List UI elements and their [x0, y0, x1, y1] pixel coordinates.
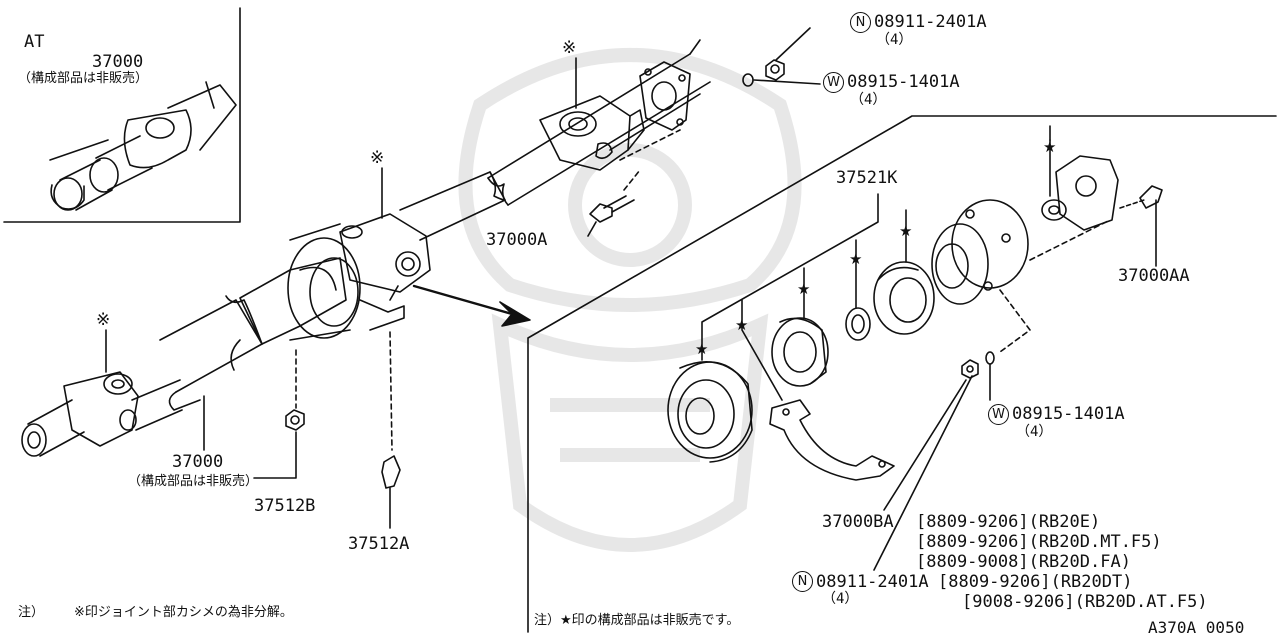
- bolt-37000aa-label: 37000AA: [1118, 266, 1190, 286]
- nut-37512b-label: 37512B: [254, 496, 316, 516]
- detail-nut-washer: [873, 351, 995, 571]
- figure-code: A370A 0050: [1148, 618, 1245, 637]
- detail-panel-frame: [527, 115, 1277, 633]
- inset-part-number: 37000: [92, 52, 144, 72]
- front-universal-joint: [21, 329, 183, 457]
- bracket-app-2: [8809-9206](RB20D.MT.F5): [916, 532, 1162, 552]
- rear-universal-joint: [539, 57, 645, 171]
- star-marker-bearing: ★: [797, 280, 811, 298]
- bolt-37512a-label: 37512A: [348, 534, 410, 554]
- kome-marker-center: ※: [370, 148, 385, 168]
- center-universal-joint: [339, 167, 431, 293]
- shaft-note: （構成部品は非販売）: [128, 474, 259, 489]
- detail-leaders: [701, 125, 1051, 401]
- detail-arrow: [412, 284, 531, 327]
- detail-yoke-flange: [1041, 139, 1163, 267]
- inset-model-tag: AT: [24, 32, 45, 52]
- mid-washer-part-number: 08915-1401A: [1012, 404, 1125, 424]
- shaft-part-number: 37000: [172, 452, 224, 472]
- top-nut-part-number: 08911-2401A: [874, 12, 987, 32]
- nut-prefix-icon: N: [850, 12, 871, 33]
- companion-flange: [619, 61, 691, 191]
- footnote-left-prefix: 注）: [18, 605, 45, 620]
- center-bearing-assembly: [287, 223, 405, 341]
- inset-shaft-drawing: [49, 81, 237, 211]
- detail-bracket: [769, 399, 895, 481]
- bottom-nut-quantity: （4）: [822, 591, 859, 607]
- center-mount-hardware: [203, 331, 401, 529]
- bolt-37000a-label: 37000A: [486, 230, 548, 250]
- kome-marker-rear: ※: [562, 38, 577, 58]
- bracket-part-number: 37000BA: [822, 512, 894, 532]
- star-marker-seal: ★: [899, 222, 913, 240]
- washer-prefix-icon: W: [823, 72, 844, 93]
- star-marker-yoke: ★: [1043, 138, 1057, 156]
- bracket-app-1: [8809-9206](RB20E): [916, 512, 1101, 532]
- bottom-nut-app-1: [8809-9206](RB20DT): [938, 572, 1133, 592]
- star-marker-ring: ★: [849, 250, 863, 268]
- star-marker-bracket: ★: [735, 316, 749, 334]
- front-tube: [159, 295, 263, 411]
- inset-frame: [3, 7, 241, 223]
- detail-flange: [931, 199, 1111, 353]
- star-marker-insulator: ★: [695, 340, 709, 358]
- bottom-nut-part-number: 08911-2401A: [816, 572, 929, 592]
- detail-bearings: [667, 261, 935, 463]
- footnote-left-text: ※印ジョイント部カシメの為非分解。: [74, 605, 293, 620]
- top-washer-quantity: （4）: [850, 92, 887, 108]
- kome-marker-front: ※: [96, 310, 111, 330]
- top-nut-quantity: （4）: [876, 32, 913, 48]
- top-nut-and-washer: [742, 27, 821, 87]
- washer-mid-prefix-icon: W: [988, 404, 1009, 425]
- bracket-app-3: [8809-9008](RB20D.FA): [916, 552, 1131, 572]
- bottom-nut-app-2: [9008-9206](RB20D.AT.F5): [962, 592, 1208, 612]
- bolt-37000a-drawing: [587, 195, 635, 237]
- top-washer-part-number: 08915-1401A: [847, 72, 960, 92]
- footnote-right-text: 注）★印の構成部品は非販売です。: [534, 613, 740, 628]
- kit-37521k-label: 37521K: [836, 168, 898, 188]
- inset-note: （構成部品は非販売）: [18, 71, 149, 86]
- nut-bottom-prefix-icon: N: [792, 571, 813, 592]
- mid-washer-quantity: （4）: [1016, 424, 1053, 440]
- middle-shaft: [239, 171, 506, 345]
